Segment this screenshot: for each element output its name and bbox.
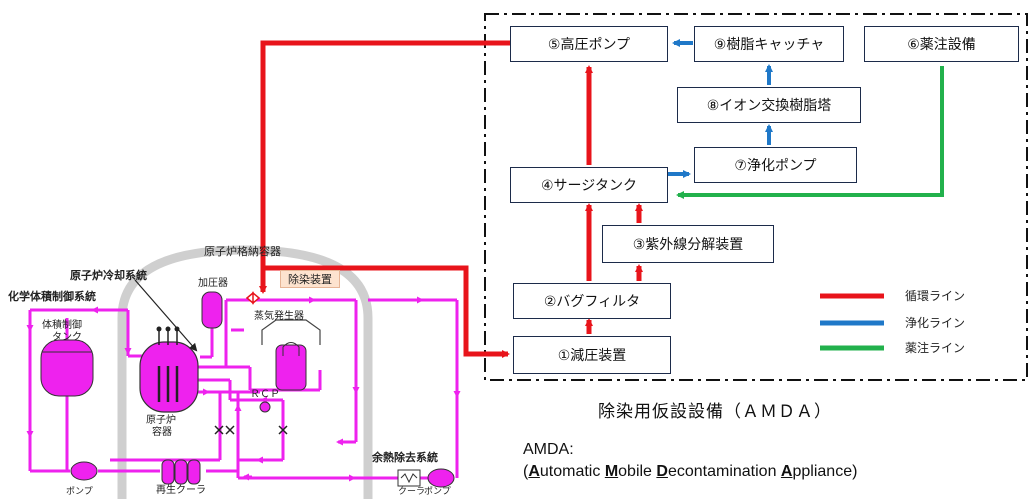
amda-word-appliance: ppliance xyxy=(792,463,853,480)
uv-decomposer-box: ③紫外線分解装置 xyxy=(602,225,774,263)
pressurizer-label: 加圧器 xyxy=(198,278,228,289)
amda-initial-a: A xyxy=(528,463,540,480)
legend-label-chemical: 薬注ライン xyxy=(905,341,966,355)
chemical-injection-box: ⑥薬注設備 xyxy=(864,26,1019,62)
surge-tank-label: ④サージタンク xyxy=(541,178,637,194)
decon-device-text: 除染装置 xyxy=(288,273,332,286)
rcp-label: ＲＣＰ xyxy=(250,389,280,400)
high-pressure-pump-label: ⑤高圧ポンプ xyxy=(547,37,631,53)
decon-device-label: 除染装置 xyxy=(280,270,340,288)
chemical-injection-label: ⑥薬注設備 xyxy=(907,37,976,53)
amda-word-decontamination: econtamination xyxy=(667,463,781,480)
right-pump-label: ポンプ xyxy=(424,487,451,497)
amda-title: 除染用仮設設備（ＡＭＤＡ） xyxy=(598,402,832,422)
amda-full-name: (Automatic Mobile Decontamination Applia… xyxy=(523,463,857,481)
purification-pump-box: ⑦浄化ポンプ xyxy=(694,147,857,183)
amda-word-mobile: obile xyxy=(618,463,657,480)
rcp-pump xyxy=(259,401,271,413)
rhr-label: 余熱除去系統 xyxy=(372,451,438,464)
valves xyxy=(214,425,288,435)
pressurizer xyxy=(201,291,223,329)
amda-paren-open: ( xyxy=(523,463,529,480)
amda-initial-m: M xyxy=(604,463,619,480)
steam-generator-shell xyxy=(261,319,321,345)
bag-filter-label: ②バグフィルタ xyxy=(543,294,641,310)
regen-cooler-label: 再生クーラ xyxy=(156,485,206,496)
reactor-vessel-label-line1: 原子炉 xyxy=(146,415,176,426)
amda-boundary xyxy=(484,13,1028,381)
amda-paren-close: ) xyxy=(852,463,858,480)
resin-catcher-label: ⑨樹脂キャッチャ xyxy=(713,37,825,53)
containment-vessel-label: 原子炉格納容器 xyxy=(204,245,281,258)
rhr-cooler xyxy=(397,469,421,487)
left-pump-label: ポンプ xyxy=(66,487,93,497)
uv-decomposer-label: ③紫外線分解装置 xyxy=(632,237,744,253)
pressure-reducer-label: ①減圧装置 xyxy=(557,348,627,364)
regen-cooler xyxy=(161,459,201,485)
surge-tank-box: ④サージタンク xyxy=(510,167,668,203)
bag-filter-box: ②バグフィルタ xyxy=(513,283,671,319)
containment-vessel xyxy=(117,245,373,499)
control-rods xyxy=(158,330,178,345)
purification-lines xyxy=(668,39,773,178)
reactor-vessel-label-line2: 容器 xyxy=(152,427,172,438)
volume-control-tank xyxy=(40,339,94,397)
high-pressure-pump-box: ⑤高圧ポンプ xyxy=(510,26,668,62)
amda-initial-d: D xyxy=(656,463,668,480)
vct-label-line2: タンク xyxy=(52,332,82,343)
cooler-label: クーラ xyxy=(398,487,426,497)
ion-exchange-tower-box: ⑧イオン交換樹脂塔 xyxy=(677,87,861,123)
steam-generator xyxy=(275,344,307,391)
leader-arrow xyxy=(134,279,198,352)
cvcs-label: 化学体積制御系統 xyxy=(8,290,96,303)
ion-exchange-tower-label: ⑧イオン交換樹脂塔 xyxy=(706,98,832,114)
purification-pump-label: ⑦浄化ポンプ xyxy=(734,158,817,174)
resin-catcher-box: ⑨樹脂キャッチャ xyxy=(694,26,844,62)
amda-abbreviation: AMDA: xyxy=(523,441,574,458)
vct-label-line1: 体積制御 xyxy=(42,320,82,331)
legend-label-purification: 浄化ライン xyxy=(905,316,966,330)
legend-label-circulation: 循環ライン xyxy=(905,289,966,303)
amda-word-automatic: utomatic xyxy=(539,463,605,480)
pressure-reducer-box: ①減圧装置 xyxy=(513,336,671,374)
left-pump xyxy=(70,461,98,481)
chemical-line xyxy=(676,66,944,199)
reactor-coolant-system-label: 原子炉冷却系統 xyxy=(70,269,147,282)
amda-initial-a2: A xyxy=(780,463,793,480)
decon-valve-symbol xyxy=(245,291,261,305)
plant-flow-arrows xyxy=(26,296,461,482)
steam-generator-label: 蒸気発生器 xyxy=(254,311,304,322)
right-pump xyxy=(427,468,455,488)
